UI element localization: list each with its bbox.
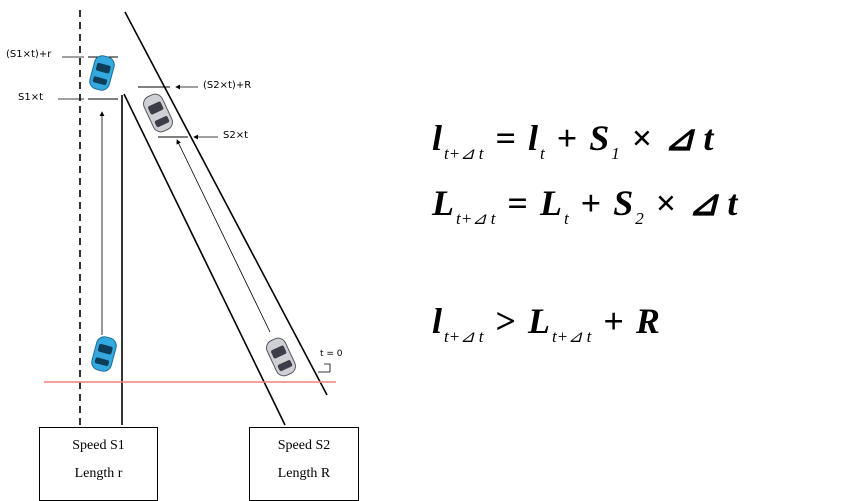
car1-speed-label: Speed S1 [72, 438, 125, 453]
label-s2t-plus-R: (S2×t)+R [203, 80, 252, 91]
eq1-a-sub: t [539, 144, 545, 163]
eq1-a: l [527, 118, 538, 158]
eq2-plus: + [580, 183, 602, 223]
eq2-a-sub: t [563, 209, 569, 228]
car1-top-icon [89, 55, 115, 91]
car1-length-label: Length r [74, 466, 123, 481]
label-t0: t = 0 [320, 349, 343, 359]
eq1-equals: = [495, 118, 516, 158]
eq2-times: × [655, 183, 677, 223]
eq3-a-sub: t+⊿ t [551, 327, 592, 346]
eq1-plus: + [556, 118, 578, 158]
car2-movement-arrow [176, 139, 271, 333]
eq3-plus: + [603, 301, 624, 341]
eq1-lhs-sub: t+⊿ t [444, 144, 484, 163]
lane-2-right-line [124, 11, 328, 396]
eq1-b: S [589, 118, 610, 158]
car1-info-box: Speed S1 Length r [39, 427, 158, 501]
car2-bottom-icon [266, 337, 296, 377]
eq2-a: L [539, 183, 562, 223]
car2-length-label: Length R [277, 466, 331, 481]
label-s2t: S2×t [223, 130, 249, 141]
eq2-lhs-sub: t+⊿ t [456, 209, 496, 228]
lane-2-left-line [123, 93, 286, 426]
eq3-b: R [635, 301, 660, 341]
eq2-b: S [613, 183, 634, 223]
label-s1t-plus-r: (S1×t)+r [6, 49, 52, 60]
eq1-b-sub: 1 [611, 144, 620, 163]
eq2-equals: = [507, 183, 528, 223]
label-s1t: S1×t [18, 92, 44, 103]
eq3-a: L [527, 301, 550, 341]
car1-bottom-icon [91, 336, 117, 372]
eq3-greater-than: > [495, 301, 516, 341]
eq1-lhs: l [432, 118, 443, 158]
eq2-c: ⊿ t [688, 183, 738, 223]
t0-marker [324, 363, 331, 372]
car2-speed-label: Speed S2 [277, 438, 331, 453]
eq1-times: × [631, 118, 653, 158]
eq1-c: ⊿ t [664, 118, 714, 158]
eq3-lhs: l [432, 301, 443, 341]
car2-info-box: Speed S2 Length R [249, 427, 359, 501]
eq2-b-sub: 2 [635, 209, 644, 228]
eq3-lhs-sub: t+⊿ t [444, 327, 484, 346]
eq2-lhs: L [432, 183, 454, 223]
car2-top-icon [143, 93, 173, 133]
